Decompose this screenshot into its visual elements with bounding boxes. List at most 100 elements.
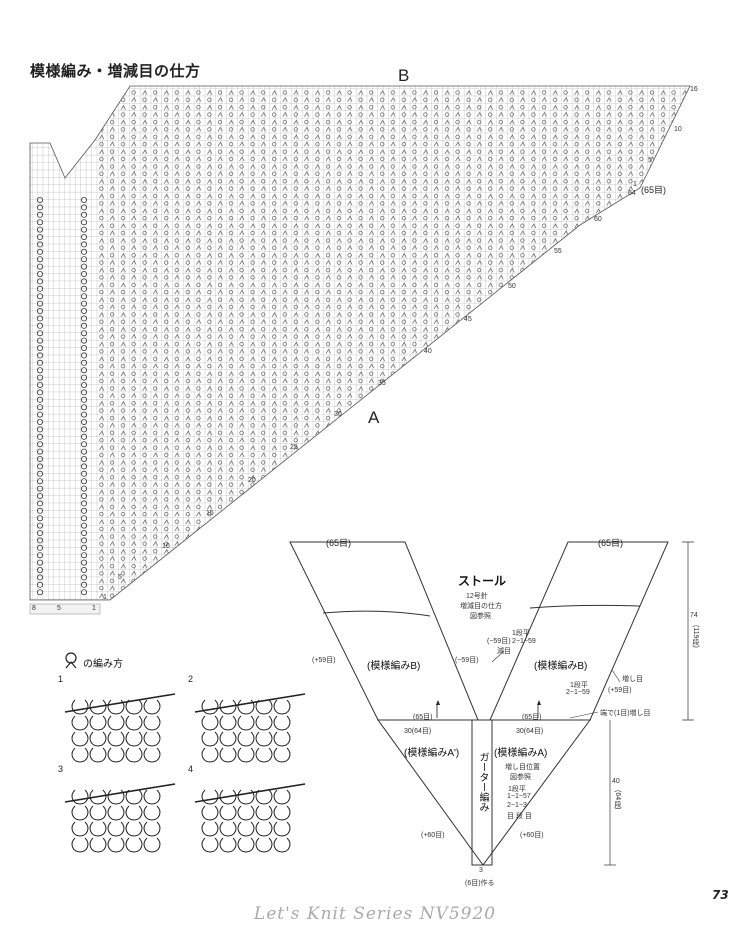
edge-stitch-mark <box>81 522 88 529</box>
needle <box>194 783 306 803</box>
row-number: 5 <box>648 157 652 164</box>
page-title: 模様編み・増減目の仕方 <box>30 62 201 80</box>
stitch-loop <box>255 747 273 763</box>
pattern-b-left: (模様編みB) <box>367 661 421 672</box>
edge-stitch-mark <box>81 352 88 359</box>
step-number: 2 <box>188 674 194 684</box>
edge-stitch-mark <box>81 233 88 240</box>
stitch-loop <box>219 821 237 837</box>
edge-stitch-mark <box>37 507 44 514</box>
stitch-loop <box>89 747 107 763</box>
edge-stitch-mark <box>37 530 44 537</box>
edge-stitch-mark <box>81 537 88 544</box>
needle-size: 12号針 <box>466 593 488 600</box>
edge-stitch-mark <box>81 278 88 285</box>
edge-stitch-mark <box>37 544 44 551</box>
stitch-loop <box>143 837 161 853</box>
right-side-increase: (+59目) <box>608 687 632 694</box>
stitch-loop <box>107 747 125 763</box>
edge-stitch-mark <box>81 404 88 411</box>
inner-left-decrease: (−59目) <box>455 657 479 664</box>
row-number: 1 <box>103 594 107 601</box>
edge-stitch-mark <box>37 315 44 322</box>
stitch-loop <box>89 805 107 821</box>
chart-label-a: A <box>368 408 380 427</box>
edge-stitch-mark <box>81 293 88 300</box>
total-height: 74 <box>690 612 698 619</box>
bottom-rule: 1−1−57 <box>507 793 531 800</box>
stitch-loop <box>125 821 143 837</box>
stitch-loop <box>71 805 89 821</box>
edge-stitch-mark <box>37 426 44 433</box>
cast-on-note: (6目)作る <box>465 880 495 887</box>
edge-stitch-mark <box>37 293 44 300</box>
edge-stitch-mark <box>37 418 44 425</box>
edge-stitch-mark <box>37 344 44 351</box>
stitch-loop <box>201 805 219 821</box>
rule-title: 1段平 <box>508 786 526 793</box>
stitch-loop <box>237 747 255 763</box>
edge-stitch-mark <box>37 581 44 588</box>
stitch-loop <box>125 805 143 821</box>
edge-stitch-mark <box>81 330 88 337</box>
mid-right-width: 30(64目) <box>516 728 544 735</box>
edge-stitch-mark <box>37 270 44 277</box>
edge-stitch-mark <box>37 589 44 596</box>
edge-stitch-mark <box>81 515 88 522</box>
edge-stitch-mark <box>81 344 88 351</box>
stitch-symbol-icon <box>65 652 77 669</box>
edge-stitch-mark <box>81 204 88 211</box>
stitch-loop <box>143 747 161 763</box>
edge-stitch-mark <box>37 448 44 455</box>
stitch-loop <box>273 731 291 747</box>
row-number: 50 <box>508 283 516 290</box>
edge-stitch-mark <box>37 248 44 255</box>
edge-stitch-mark <box>37 211 44 218</box>
row-number: 55 <box>554 248 562 255</box>
needle <box>194 693 306 713</box>
garter-stitch-label: ガーター編み <box>477 752 488 812</box>
edge-stitch-mark <box>37 485 44 492</box>
increase-rule: 2−1−59 <box>566 689 590 696</box>
stitch-loop <box>273 699 291 715</box>
edge-stitch-mark <box>81 337 88 344</box>
edge-stitch-mark <box>81 411 88 418</box>
row-number: 20 <box>248 477 256 484</box>
increase-position-ref: 図参照 <box>510 774 531 781</box>
mid-left-count: (65目) <box>413 714 433 721</box>
edge-stitch-mark <box>81 285 88 292</box>
edge-stitch-mark <box>37 441 44 448</box>
edge-stitch-mark <box>81 418 88 425</box>
edge-stitch-mark <box>37 411 44 418</box>
schematic-note: 増減目の仕方 <box>460 603 502 610</box>
pattern-a-left: (模様編みA') <box>404 748 460 759</box>
stitch-loop <box>143 805 161 821</box>
edge-stitch-mark <box>81 574 88 581</box>
edge-stitch-mark <box>37 285 44 292</box>
stitch-loop <box>107 715 125 731</box>
edge-stitch-mark <box>81 389 88 396</box>
row-stitch-count: (65目) <box>641 185 667 195</box>
edge-stitch-mark <box>81 426 88 433</box>
step-number: 4 <box>188 764 194 774</box>
edge-stitch-mark <box>81 381 88 388</box>
stitch-loop <box>143 821 161 837</box>
stitch-loop <box>201 747 219 763</box>
edge-stitch-mark <box>81 196 88 203</box>
stitch-loop <box>201 837 219 853</box>
stitch-loop <box>237 715 255 731</box>
edge-stitch-mark <box>81 485 88 492</box>
stitch-loop <box>71 747 89 763</box>
knitting-chart <box>29 85 691 615</box>
edge-stitch-mark <box>81 433 88 440</box>
stitch-loop <box>255 731 273 747</box>
needle <box>64 783 176 803</box>
edge-stitch-mark <box>81 211 88 218</box>
edge-stitch-mark <box>81 270 88 277</box>
stitch-loop <box>219 715 237 731</box>
edge-stitch-mark <box>37 307 44 314</box>
decrease-label: 減目 <box>497 648 511 655</box>
stitch-loop <box>89 715 107 731</box>
edge-stitch-mark <box>37 381 44 388</box>
left-side-increase: (+59目) <box>312 657 336 664</box>
